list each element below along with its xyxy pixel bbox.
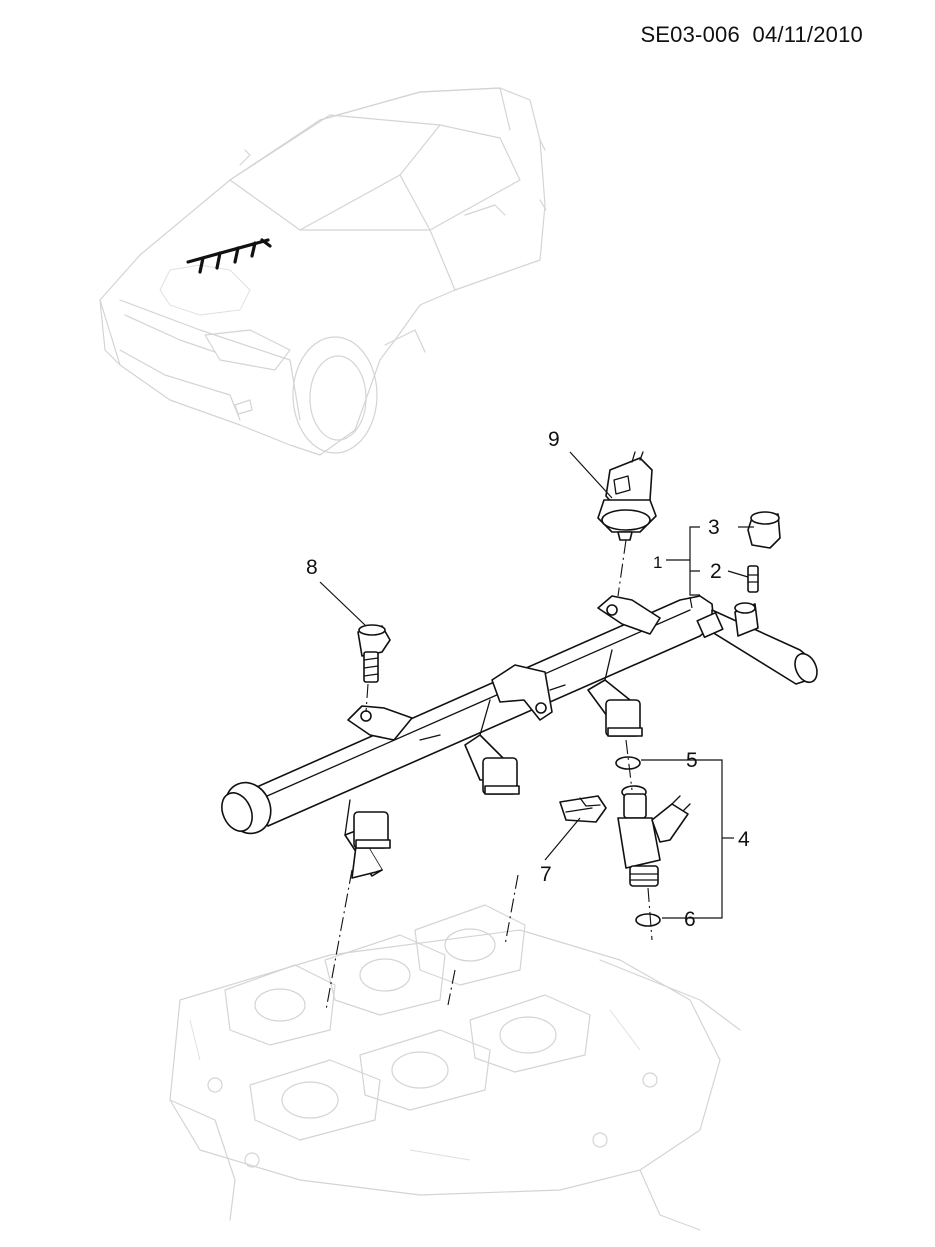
vehicle-silhouette [99,87,547,456]
callout-6: 6 [684,908,696,931]
callout-3: 3 [708,516,720,539]
callouts: 9 8 3 2 1 5 4 6 7 [306,428,750,931]
bolt [357,624,391,683]
callout-1: 1 [653,553,662,572]
callout-4: 4 [738,828,750,851]
assembly-centerlines [325,539,653,1011]
callout-5: 5 [686,749,698,772]
leader-lines [319,451,754,919]
fuel-rail [221,595,818,879]
intake-manifold-silhouette [169,904,741,1231]
callout-7: 7 [540,863,552,886]
fuel-injector [617,785,691,887]
fuel-pressure-sensor [597,451,657,541]
valve-cap [747,511,781,549]
callout-2: 2 [710,560,722,583]
document-id: SE03-006 04/11/2010 [640,22,863,47]
injector-clip [559,795,607,823]
injector-upper-seal [615,756,641,770]
callout-8: 8 [306,556,318,579]
callout-9: 9 [548,428,560,451]
schrader-valve [747,565,759,593]
vehicle-location-highlight [186,238,272,274]
injector-lower-seal [635,913,661,927]
